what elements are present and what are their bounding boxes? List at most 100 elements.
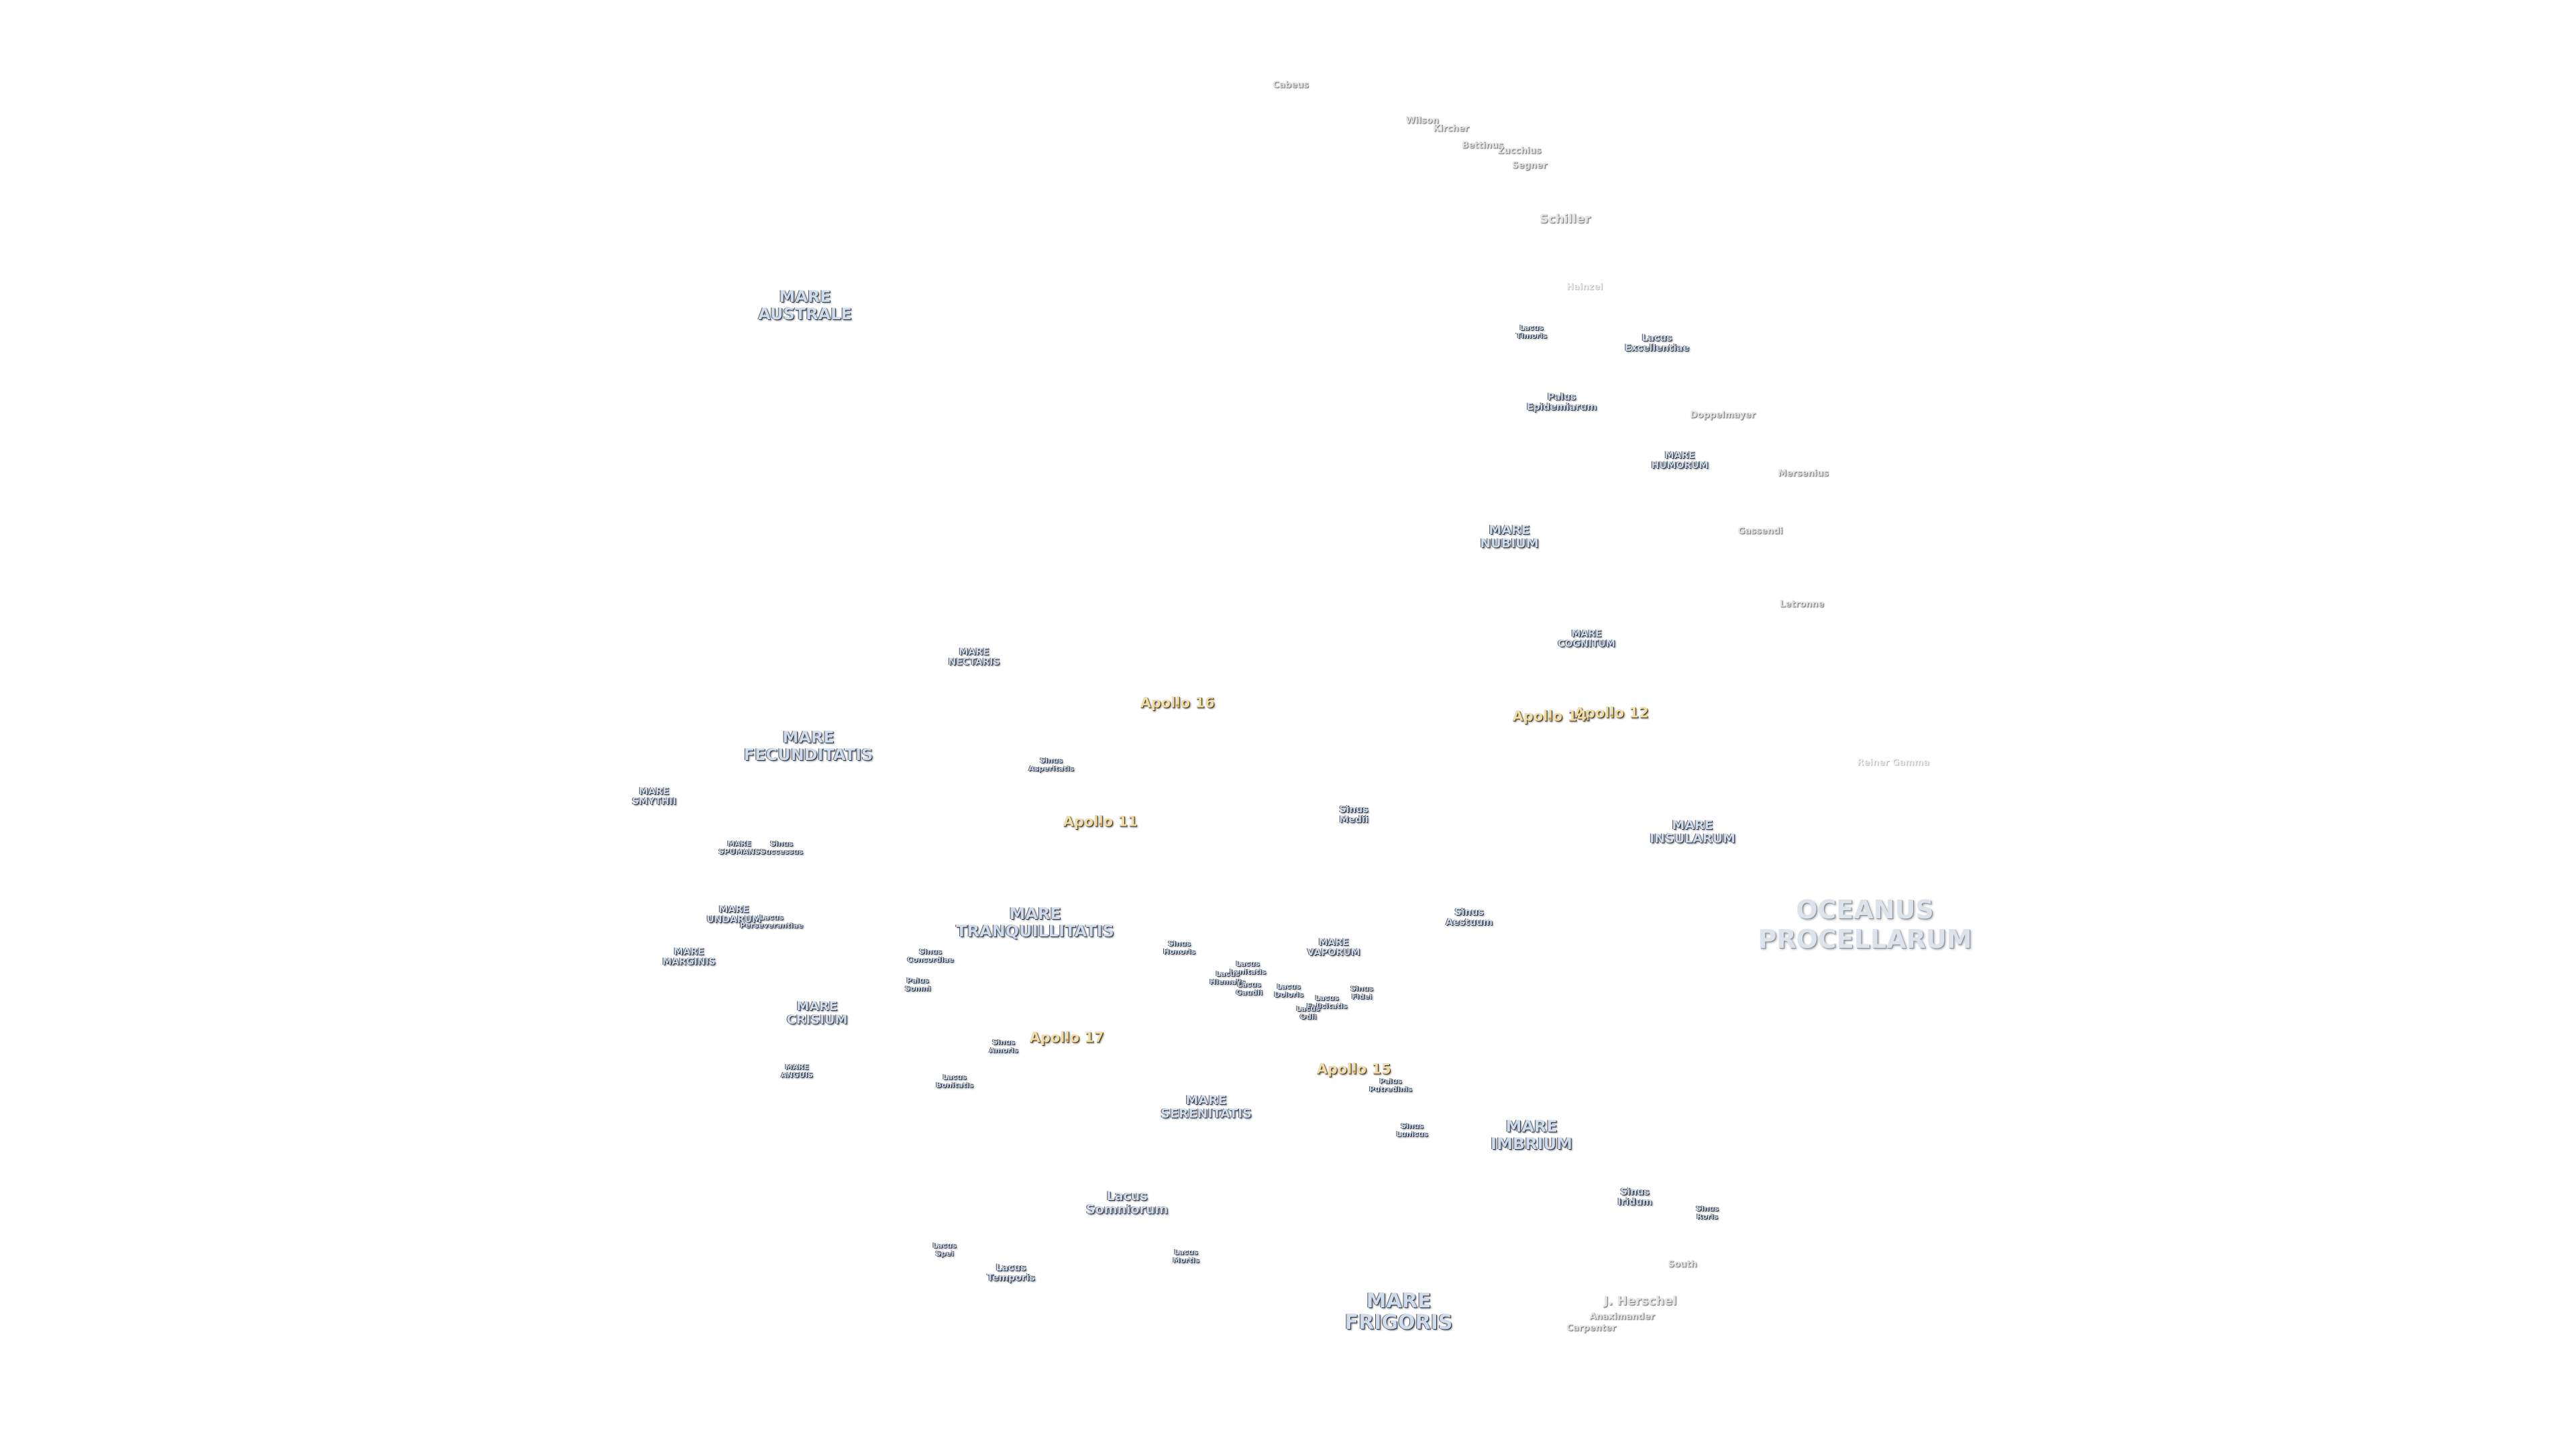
label-line: PROCELLARUM xyxy=(1758,924,1972,954)
label-sinus-iridum: Sinus Iridum xyxy=(1617,1187,1652,1208)
label-mare-vaporum: MARE VAPORUM xyxy=(1307,938,1360,958)
label-line: Lacus xyxy=(932,1241,957,1250)
label-line: OCEANUS xyxy=(1796,895,1934,924)
label-crater-wilson: Wilson xyxy=(1405,115,1439,126)
label-line: SERENITATIS xyxy=(1161,1106,1252,1121)
label-crater-anaximander: Anaximander xyxy=(1589,1311,1655,1322)
label-line: MARE xyxy=(727,839,751,848)
label-line: Fidei xyxy=(1351,992,1373,1001)
label-crater-zucchius: Zucchius xyxy=(1497,146,1542,156)
label-line: Sinus xyxy=(919,947,942,956)
label-line: Sinus xyxy=(1339,804,1368,815)
label-line: Felicitatis xyxy=(1306,1002,1348,1010)
label-line: AUSTRALE xyxy=(758,305,852,323)
label-crater-letronne: Letronne xyxy=(1780,599,1824,610)
label-crater-schiller: Schiller xyxy=(1539,212,1591,226)
label-line: Lacus xyxy=(1277,982,1301,991)
label-line: MARE xyxy=(1009,904,1061,923)
label-line: MARE xyxy=(959,647,989,657)
label-mare-imbrium: MARE IMBRIUM xyxy=(1491,1118,1572,1152)
label-line: Medii xyxy=(1339,814,1368,825)
label-line: MARE xyxy=(718,904,749,915)
label-line: Bonitatis xyxy=(936,1081,973,1089)
label-line: Sinus xyxy=(1696,1204,1719,1213)
label-crater-doppelmayer: Doppelmayer xyxy=(1690,410,1756,421)
label-lacus-mortis: Lacus Mortis xyxy=(1173,1248,1199,1265)
label-line: Roris xyxy=(1697,1212,1718,1221)
label-lacus-hiemalis: Lacus Hiemalis xyxy=(1210,970,1245,986)
label-line: Honoris xyxy=(1163,947,1195,956)
label-line: ANGUIS xyxy=(781,1071,813,1079)
label-line: Excellentiae xyxy=(1625,343,1689,354)
label-line: Asperitatis xyxy=(1028,764,1074,773)
label-crater-gassendi: Gassendi xyxy=(1737,526,1783,537)
label-mare-fecunditatis: MARE FECUNDITATIS xyxy=(744,729,873,763)
label-line: MARE xyxy=(1571,629,1602,639)
label-mare-spumans: MARE SPUMANS xyxy=(718,840,760,856)
label-line: Somni xyxy=(904,984,931,993)
label-line: VAPORUM xyxy=(1307,947,1360,958)
label-crater-reiner-gamma: Reiner Gamma xyxy=(1857,757,1929,768)
label-line: Lunicus xyxy=(1396,1130,1428,1138)
label-line: IMBRIUM xyxy=(1491,1134,1572,1153)
label-sinus-fidei: Sinus Fidei xyxy=(1350,985,1373,1001)
label-mare-cognitum: MARE COGNITUM xyxy=(1558,629,1615,649)
label-line: Iridum xyxy=(1617,1197,1652,1208)
label-line: UNDARUM xyxy=(706,914,761,925)
label-mare-marginis: MARE MARGINIS xyxy=(662,947,715,967)
label-mare-undarum: MARE UNDARUM xyxy=(706,905,761,925)
label-lacus-timoris: Lacus Timoris xyxy=(1516,324,1547,340)
label-apollo-12: Apollo 12 xyxy=(1574,704,1649,721)
label-line: SMYTHII xyxy=(632,796,676,807)
label-line: MARE xyxy=(782,728,835,747)
label-mare-frigoris: MARE FRIGORIS xyxy=(1345,1291,1453,1334)
label-crater-bettinus: Bettinus xyxy=(1462,140,1503,151)
label-line: Lacus xyxy=(1174,1248,1198,1256)
label-line: Gaudii xyxy=(1236,988,1263,997)
label-line: MARE xyxy=(1664,450,1695,461)
label-lacus-gaudii: Lacus Gaudii xyxy=(1236,981,1263,997)
label-lacus-somniorum: Lacus Somniorum xyxy=(1086,1189,1168,1216)
label-mare-nubium: MARE NUBIUM xyxy=(1480,523,1538,550)
label-line: MARE xyxy=(785,1063,809,1071)
label-line: Lacus xyxy=(943,1073,967,1081)
label-line: COGNITUM xyxy=(1558,639,1615,649)
label-crater-south: South xyxy=(1668,1259,1697,1270)
label-line: Lacus xyxy=(1519,323,1544,332)
label-mare-australe: MARE AUSTRALE xyxy=(758,288,852,323)
label-line: MARE xyxy=(1505,1117,1558,1136)
label-line: MARE xyxy=(779,287,831,306)
label-line: Lacus xyxy=(1315,994,1339,1002)
label-crater-hainzel: Hainzel xyxy=(1566,282,1603,292)
label-apollo-15: Apollo 15 xyxy=(1316,1061,1391,1077)
label-line: TRANQUILLITATIS xyxy=(956,922,1114,941)
label-line: Timoris xyxy=(1515,331,1548,340)
label-mare-insularum: MARE INSULARUM xyxy=(1650,818,1735,845)
label-line: Spei xyxy=(935,1249,954,1258)
label-line: Mortis xyxy=(1173,1256,1199,1265)
label-line: Amoris xyxy=(989,1046,1018,1055)
label-apollo-14: Apollo 14 xyxy=(1512,708,1587,724)
label-mare-serenitatis: MARE SERENITATIS xyxy=(1161,1093,1252,1120)
label-sinus-lunicus: Sinus Lunicus xyxy=(1396,1122,1428,1138)
label-line: Doloris xyxy=(1274,990,1303,999)
label-line: Sinus xyxy=(1168,939,1191,948)
label-line: CRISIUM xyxy=(786,1012,848,1027)
label-lacus-lenitatis: Lacus Lenitatis xyxy=(1230,960,1266,976)
label-line: Lacus xyxy=(1106,1189,1148,1203)
label-line: Epidemiarum xyxy=(1526,402,1597,413)
label-line: Sinus xyxy=(1350,984,1373,993)
label-line: Hiemalis xyxy=(1210,977,1246,986)
label-lacus-excellentiae: Lacus Excellentiae xyxy=(1625,333,1689,354)
label-line: Lacus xyxy=(1642,333,1672,343)
label-line: Temporis xyxy=(987,1273,1035,1283)
label-line: Lacus xyxy=(996,1263,1026,1273)
label-line: Lacus xyxy=(1296,1004,1320,1013)
label-line: Sinus xyxy=(770,839,793,848)
label-line: MARE xyxy=(1366,1289,1432,1313)
label-line: Odii xyxy=(1299,1012,1317,1021)
label-line: Putredinis xyxy=(1369,1085,1412,1093)
label-line: Somniorum xyxy=(1085,1202,1169,1217)
label-apollo-11: Apollo 11 xyxy=(1063,813,1138,830)
